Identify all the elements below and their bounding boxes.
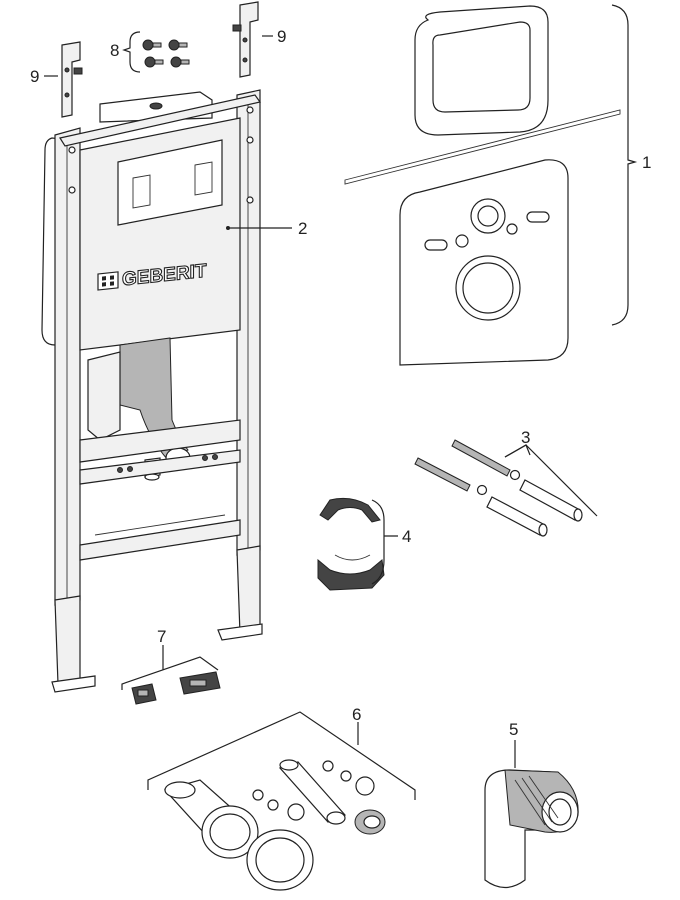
sleeve xyxy=(486,496,546,536)
callout-9-right: 9 xyxy=(277,27,286,46)
cover-slot-left xyxy=(424,239,448,251)
connector-pipe-end xyxy=(326,811,346,825)
screw xyxy=(144,56,164,68)
frame-top-crossbar xyxy=(59,94,262,147)
rail-hole xyxy=(212,454,218,460)
sleeve xyxy=(519,479,581,521)
sleeve-end xyxy=(573,508,583,522)
thread-line xyxy=(514,779,546,826)
frame-hole xyxy=(246,136,254,144)
cap xyxy=(355,776,375,796)
frame-mount-rail xyxy=(79,449,241,485)
washer xyxy=(252,789,264,801)
callout-8: 8 xyxy=(110,41,119,60)
clip-detail xyxy=(137,689,149,697)
nut xyxy=(476,484,488,496)
leader-2-dot xyxy=(226,226,230,230)
callout-2: 2 xyxy=(298,219,307,238)
cistern-service-opening xyxy=(117,139,223,226)
nut xyxy=(509,469,521,481)
elbow-opening-inner xyxy=(548,798,572,826)
bracket-7 xyxy=(121,656,219,690)
callout-1: 1 xyxy=(642,153,651,172)
rail-hole xyxy=(127,466,133,472)
cover-slot-right xyxy=(526,211,550,223)
clamp-curve xyxy=(334,554,371,561)
lower-crossbar-detail xyxy=(94,514,226,536)
frame-hole xyxy=(246,196,254,204)
frame-right-foot-plate xyxy=(217,623,263,641)
leader-lines xyxy=(44,4,638,800)
part-1-protective-covers xyxy=(344,5,621,366)
threaded-rod xyxy=(414,457,471,492)
threaded-rod xyxy=(451,439,511,477)
pipe-bend-outlet-inner xyxy=(209,813,251,851)
frame-hole xyxy=(246,106,254,114)
part-8-screws xyxy=(142,39,190,68)
clamp-upper xyxy=(319,497,381,523)
callout-4: 4 xyxy=(402,527,411,546)
cover-hole-small xyxy=(506,223,518,235)
callout-9-left: 9 xyxy=(30,67,39,86)
flush-pipe-bracket xyxy=(87,351,121,441)
frame-left-foot-plate xyxy=(51,675,96,693)
part-6-connection-set xyxy=(163,759,386,891)
cover-hole-small xyxy=(455,234,469,248)
frame-lower-crossbar xyxy=(79,519,241,561)
part-4-pipe-clamp xyxy=(317,497,385,591)
part-5-elbow-connector xyxy=(484,769,579,889)
screw xyxy=(170,56,190,68)
washer xyxy=(340,770,352,782)
threaded-adapter-bore xyxy=(363,815,381,829)
connector-pipe-end xyxy=(279,759,299,771)
rail-hole xyxy=(202,455,208,461)
bracket-8 xyxy=(122,31,141,73)
washer xyxy=(267,799,279,811)
cover-hole-large-inner xyxy=(477,205,499,227)
opening-slot-right xyxy=(194,161,213,196)
leader-3b xyxy=(504,444,531,458)
bracket-4 xyxy=(371,499,398,585)
part-9-bracket-left xyxy=(61,41,83,118)
bracket-6 xyxy=(147,711,416,800)
cover-hole-bowl-inner xyxy=(462,262,514,314)
frame-hole xyxy=(68,186,76,194)
pipe-bend-top xyxy=(164,781,196,799)
callout-6: 6 xyxy=(352,705,361,724)
callout-3: 3 xyxy=(521,428,530,447)
cistern-top-hole xyxy=(149,102,163,110)
frame-left-foot xyxy=(54,595,81,685)
sealing-ring-inner xyxy=(255,837,305,883)
frame-left-upright xyxy=(54,127,81,606)
washer xyxy=(322,760,334,772)
frame-hole xyxy=(68,146,76,154)
cover-strip xyxy=(344,109,621,185)
clip-detail xyxy=(189,679,207,687)
cover-frame-inner xyxy=(432,21,531,113)
clamp-lower xyxy=(317,558,385,591)
frame-right-foot xyxy=(236,545,261,635)
screw xyxy=(142,39,162,51)
thread-line xyxy=(521,777,553,823)
rail-hole xyxy=(117,467,123,473)
part-3-fixing-rods xyxy=(414,439,583,537)
callout-5: 5 xyxy=(509,720,518,739)
bracket-1 xyxy=(611,4,638,326)
callout-labels: 1 2 3 4 5 6 7 8 9 9 xyxy=(30,27,651,739)
sleeve-end xyxy=(538,523,548,537)
part-9-bracket-right xyxy=(232,1,259,78)
opening-slot-left xyxy=(132,174,151,209)
cap xyxy=(287,803,305,821)
screw xyxy=(168,39,188,51)
thread-line xyxy=(528,775,559,819)
callout-7: 7 xyxy=(157,627,166,646)
part-7-clips xyxy=(131,671,221,705)
frame-mid-crossbar xyxy=(79,419,241,463)
installation-frame: GEBERIT xyxy=(41,89,263,693)
